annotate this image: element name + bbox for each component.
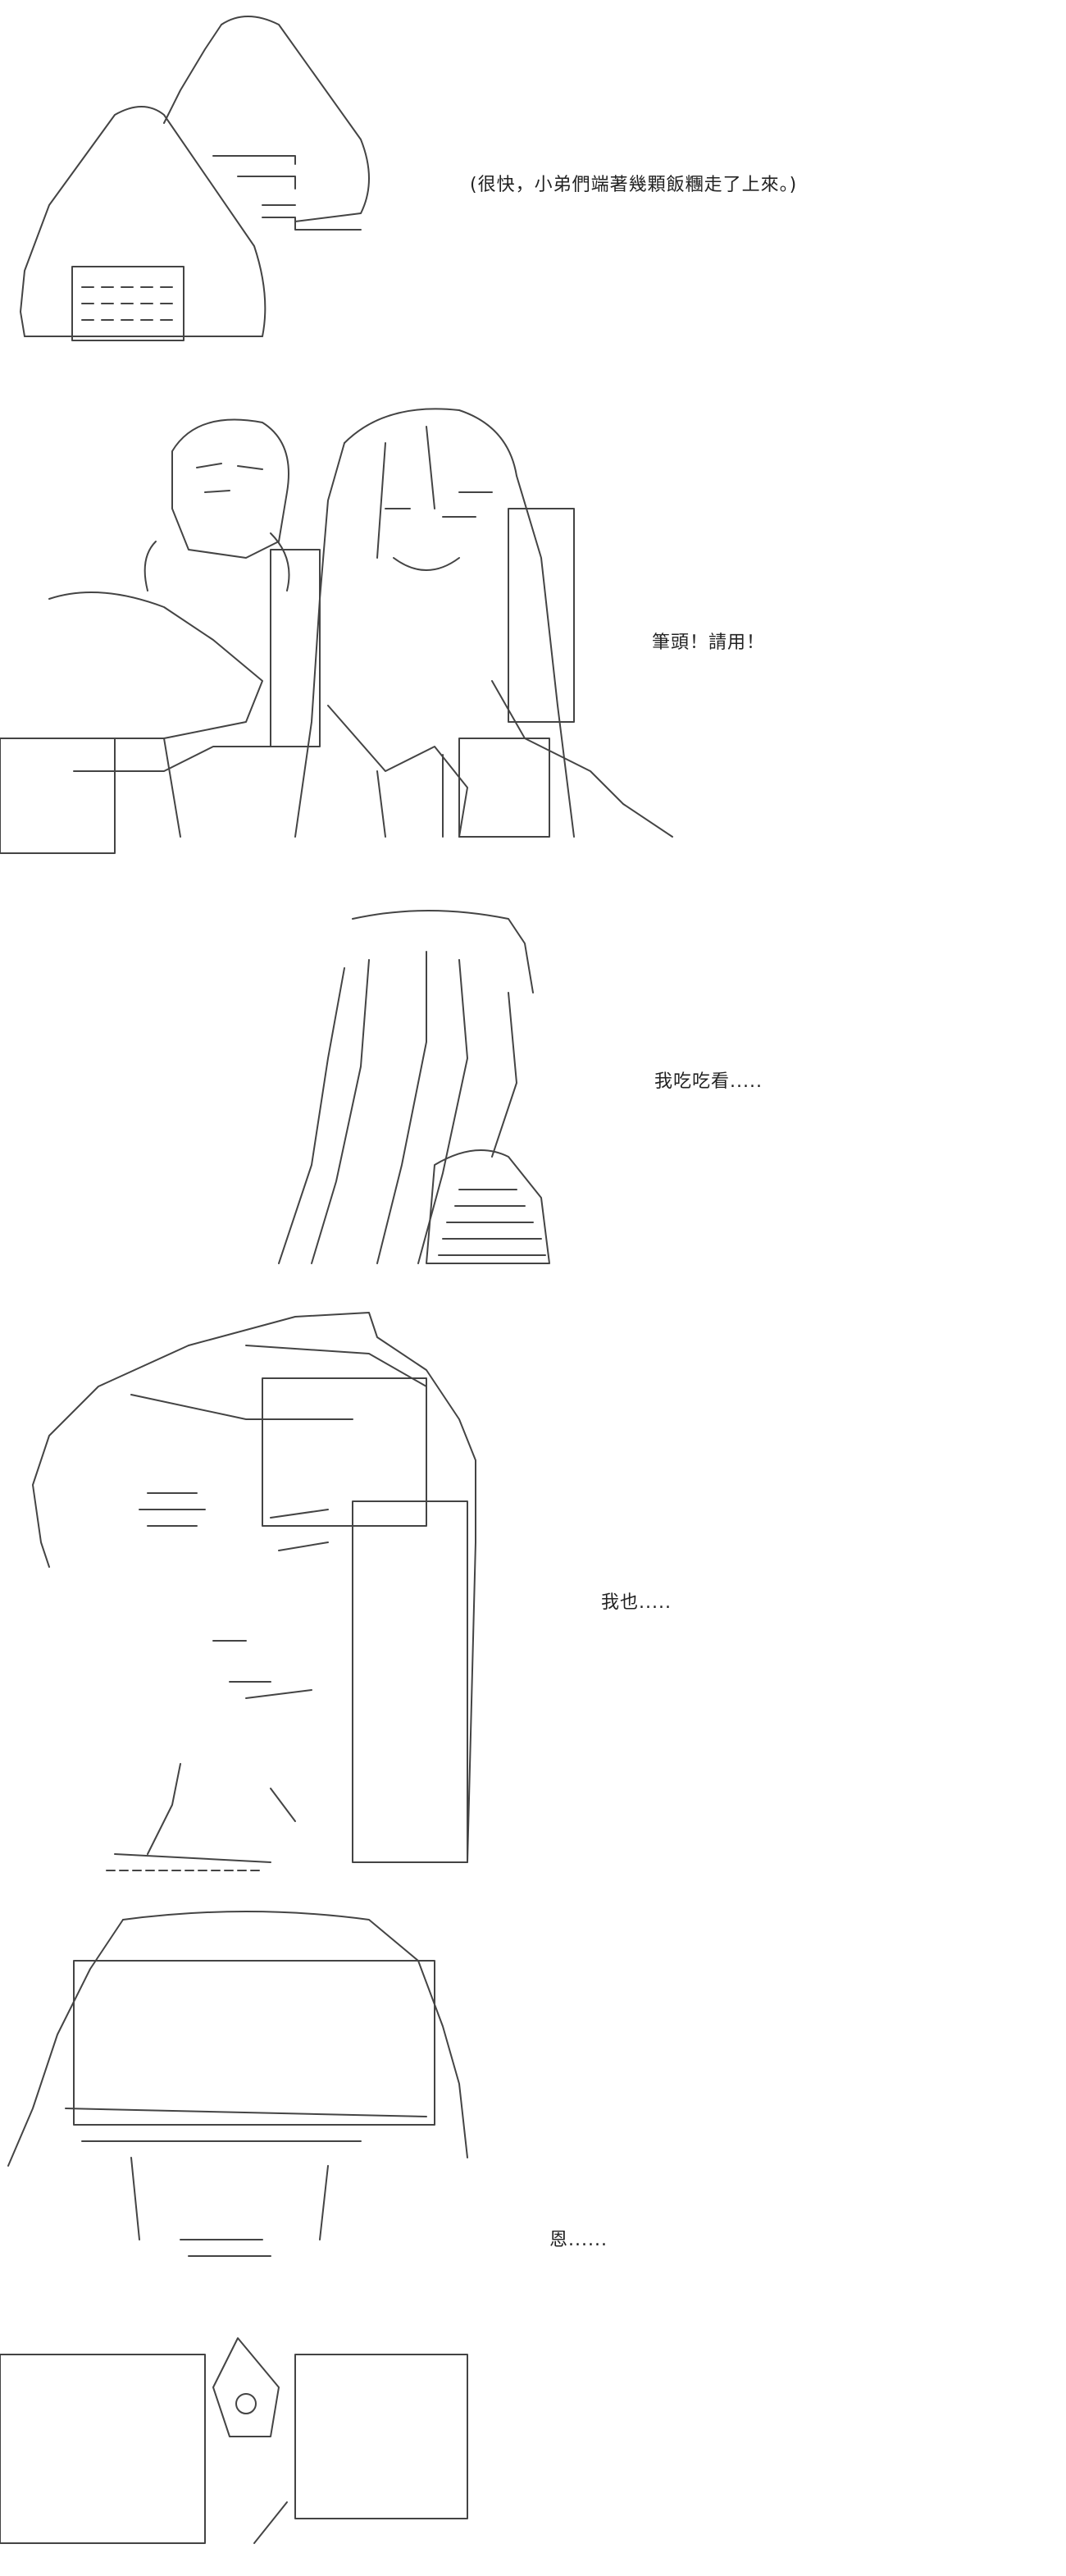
panel-caption: (很快，小弟們端著幾顆飯糰走了上來。): [470, 175, 798, 195]
panel-caption: 我也.....: [601, 1592, 672, 1613]
hand-ascii-art: [278, 910, 550, 1264]
onigiri-ascii-art: [20, 16, 370, 341]
panel-caption: 我吃吃看.....: [654, 1071, 763, 1092]
panel-boy: 我也.....: [0, 1296, 1066, 1887]
panel-caption: 筆頭！請用！: [652, 633, 766, 653]
panel-onigiri: (很快，小弟們端著幾顆飯糰走了上來。): [0, 0, 1066, 361]
boy-ascii-art: [32, 1312, 476, 1871]
group-ascii-art: [0, 408, 673, 854]
eat-ascii-art: [0, 1911, 468, 2544]
panel-group: 筆頭！請用！: [0, 394, 1066, 861]
panel-hand: 我吃吃看.....: [0, 894, 1066, 1280]
panel-caption: 恩......: [549, 2230, 608, 2250]
panel-eat: 恩......: [0, 1895, 1066, 2576]
